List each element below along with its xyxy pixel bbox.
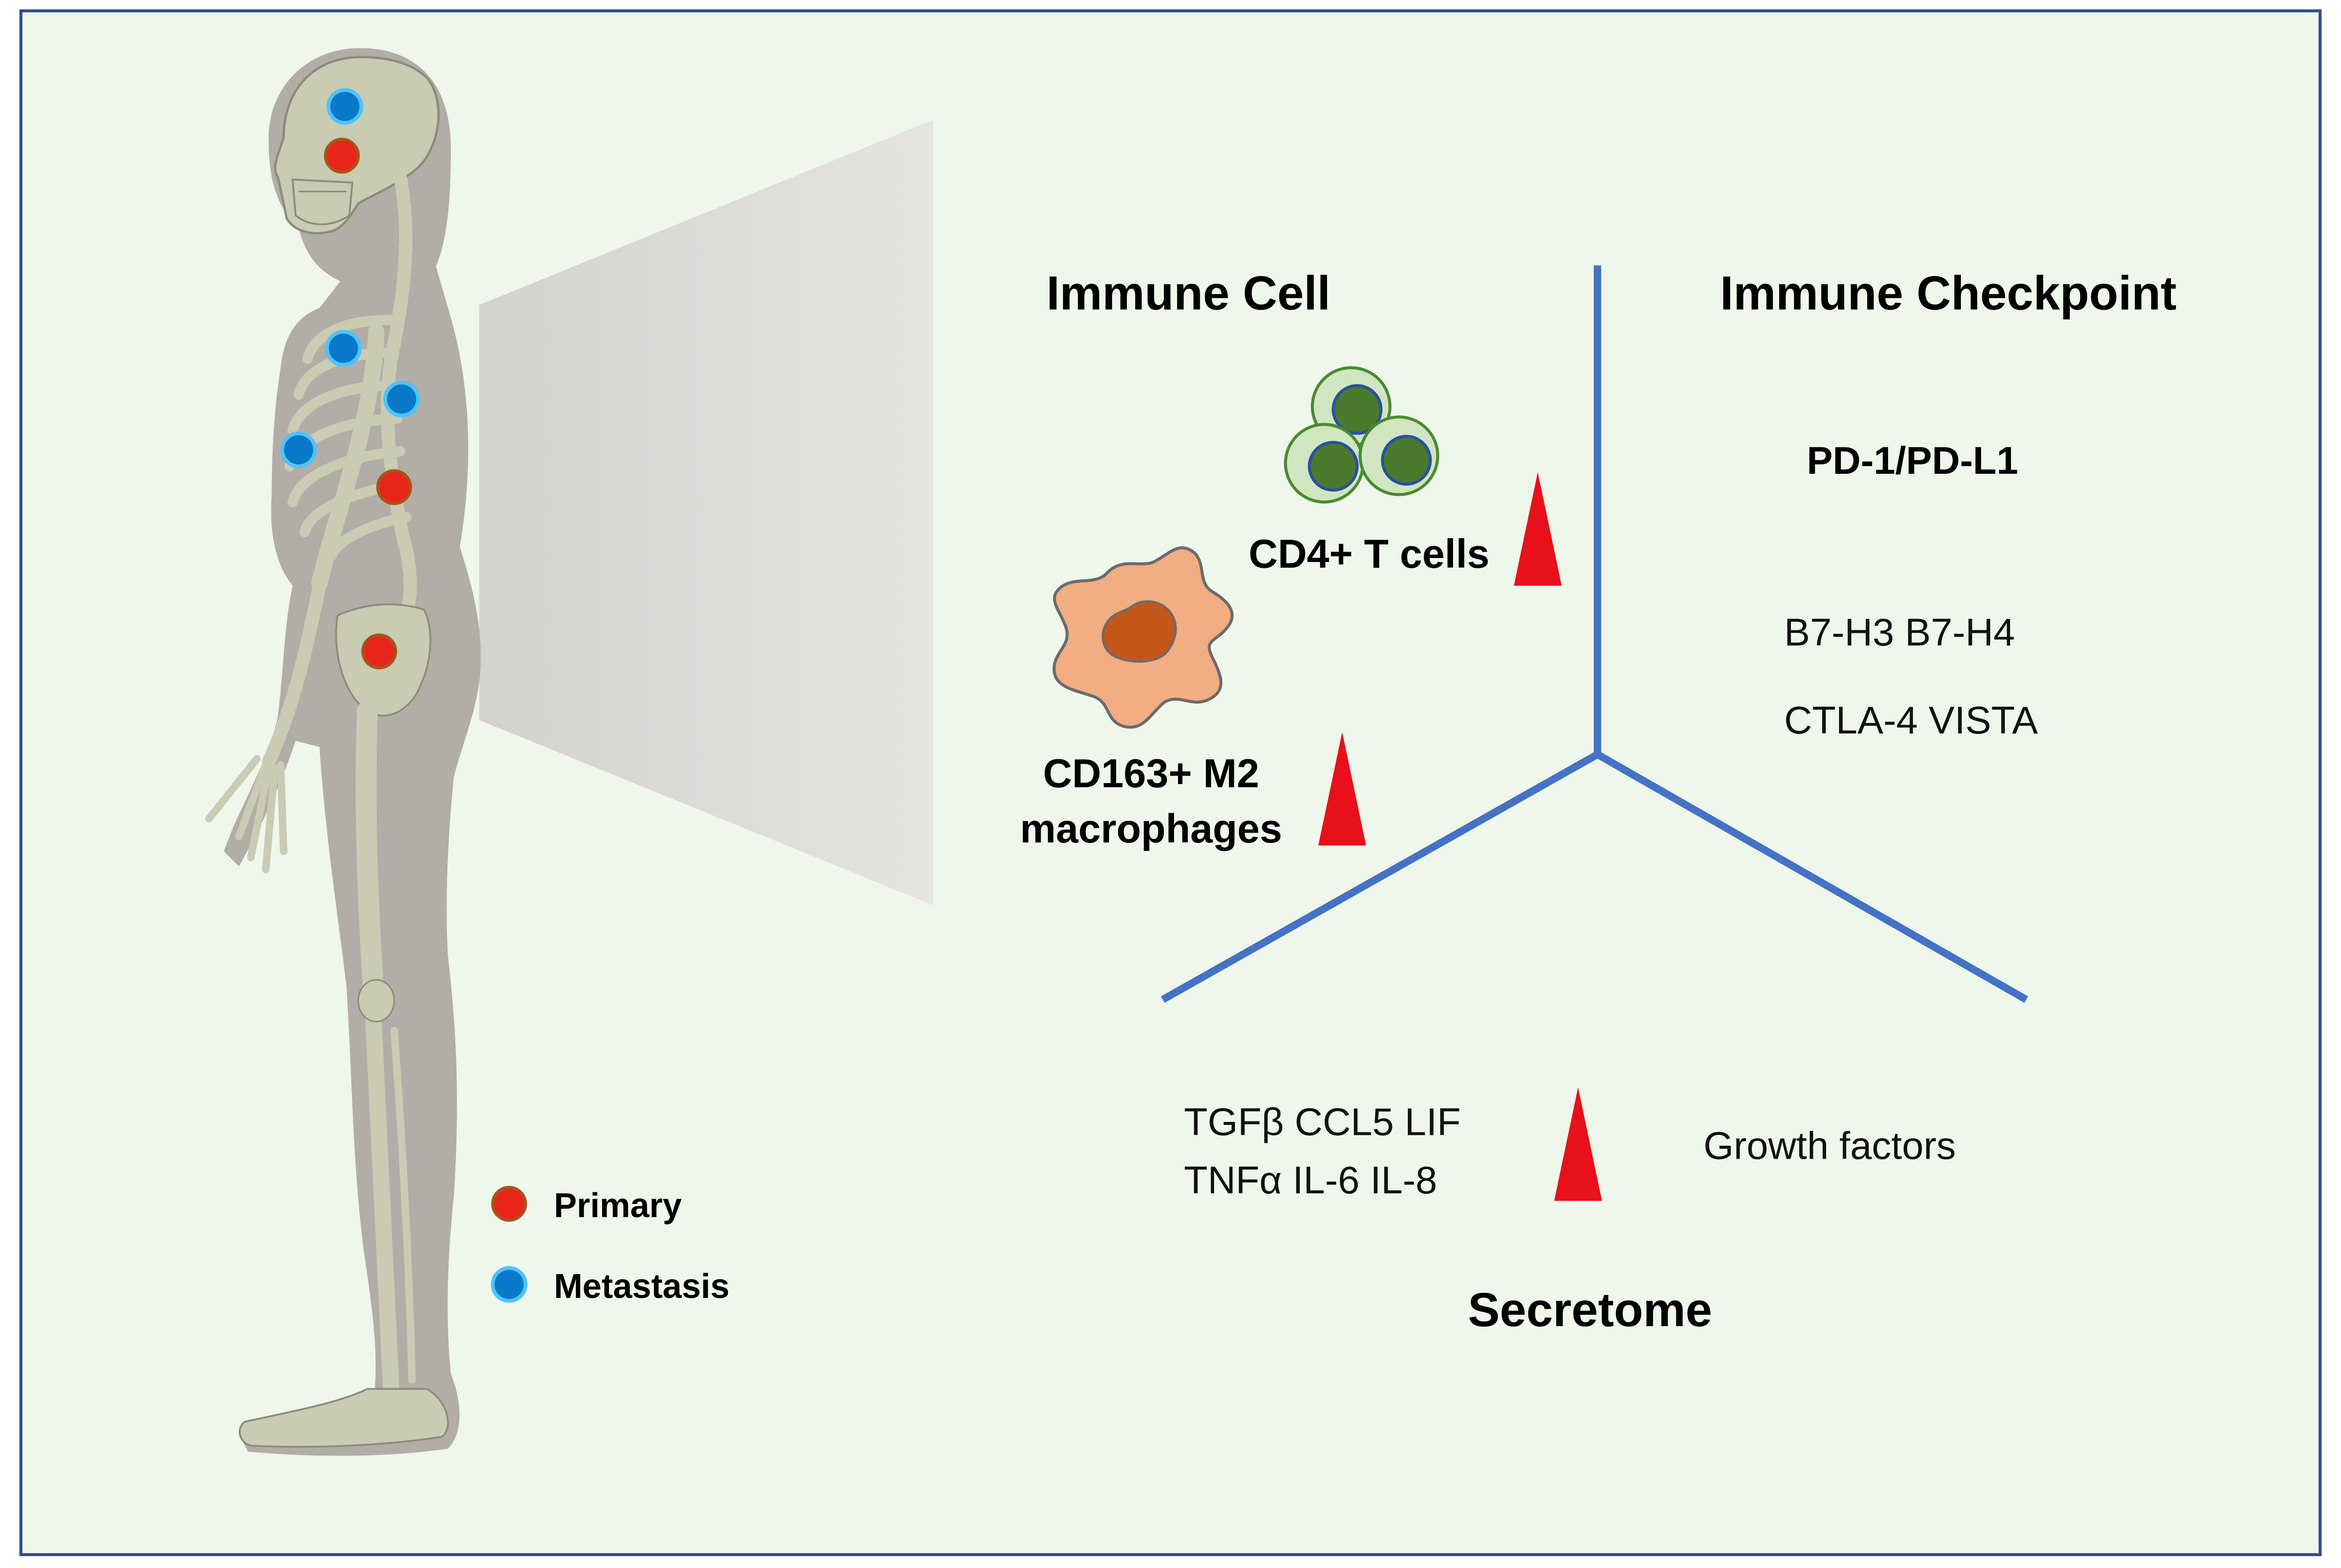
primary-marker-pelvis [361, 633, 397, 670]
legend-primary-label: Primary [554, 1186, 682, 1225]
metastasis-marker-chest [383, 381, 420, 418]
primary-marker-head [324, 137, 360, 174]
growth-factors-label: Growth factors [1704, 1124, 1956, 1168]
divider-right [1592, 749, 2028, 1003]
macrophages-increase-icon [1318, 732, 1366, 846]
tumor-markers [280, 88, 420, 670]
macrophage-label-line1: CD163+ M2 [1043, 751, 1259, 796]
legend-metastasis-label: Metastasis [554, 1267, 729, 1305]
secretome-increase-icon [1554, 1087, 1602, 1201]
legend-metastasis-swatch [491, 1266, 528, 1303]
t-cell-cluster-icon [1283, 366, 1440, 504]
t-cells-increase-icon [1513, 472, 1562, 586]
t-cells-label: CD4+ T cells [1249, 532, 1490, 577]
jaw [291, 178, 353, 225]
macrophage-label-line2: macrophages [1020, 806, 1282, 851]
hand-bones [205, 755, 287, 873]
metastasis-marker-shoulder [325, 330, 362, 367]
femur [355, 700, 384, 997]
metastasis-marker-breast [280, 431, 317, 468]
upper-arm-bone [311, 324, 385, 591]
knee [357, 979, 395, 1023]
divider-left [1161, 749, 1603, 1003]
legend: Primary Metastasis [491, 1185, 729, 1305]
macrophage-icon [1052, 546, 1234, 729]
three-way-divider [1161, 265, 2028, 1003]
secretome-line2: TNFα IL-6 IL-8 [1184, 1158, 1437, 1202]
forearm-bones [262, 579, 327, 769]
checkpoint-main: PD-1/PD-L1 [1807, 439, 2018, 482]
checkpoint-line1: B7-H3 B7-H4 [1784, 610, 2015, 654]
metastasis-marker-head [327, 88, 363, 125]
tibia [365, 1007, 399, 1398]
primary-marker-chest [376, 469, 412, 505]
checkpoint-line2: CTLA-4 VISTA [1784, 698, 2038, 742]
immune-cell-title: Immune Cell [1047, 267, 1331, 320]
fibula [390, 1027, 416, 1384]
immune-checkpoint-title: Immune Checkpoint [1720, 267, 2176, 320]
secretome-title: Secretome [1468, 1284, 1712, 1337]
legend-primary-swatch [491, 1185, 527, 1222]
secretome-line1: TGFβ CCL5 LIF [1184, 1100, 1461, 1144]
foot-bones [238, 1388, 449, 1448]
projection-wedge [479, 119, 933, 905]
